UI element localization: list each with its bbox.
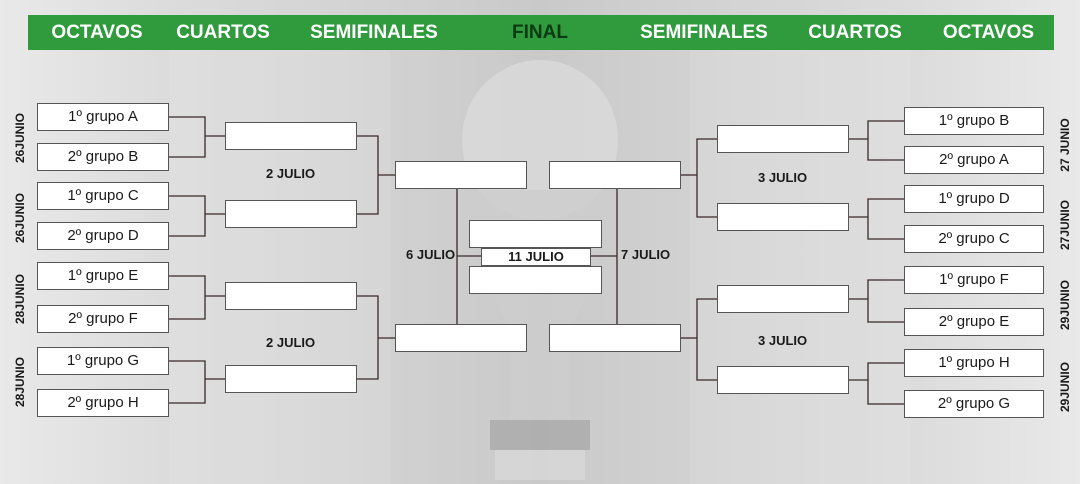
- match-date-label: 29JUNIO: [1058, 279, 1072, 331]
- team-box: 1º grupo F: [904, 266, 1044, 294]
- quarter-date-label: 2 JULIO: [266, 335, 316, 350]
- header-left-octavos: OCTAVOS: [51, 22, 143, 43]
- header-right-cuartos: CUARTOS: [808, 22, 902, 43]
- match-date-label: 27JUNIO: [1058, 199, 1072, 251]
- match-date-label: 28JUNIO: [13, 356, 27, 408]
- team-box: 2º grupo D: [37, 222, 169, 250]
- stage-header: OCTAVOS CUARTOS SEMIFINALES FINAL SEMIFI…: [28, 15, 1054, 50]
- team-box: 1º grupo A: [37, 103, 169, 131]
- quarter-slot: [225, 122, 357, 150]
- match-date-label: 26JUNIO: [13, 112, 27, 164]
- team-box: 2º grupo A: [904, 146, 1044, 174]
- header-left-cuartos: CUARTOS: [176, 22, 270, 43]
- connector-line: [169, 275, 206, 320]
- semi-date-label: 7 JULIO: [621, 247, 671, 262]
- bg-stripe: [690, 50, 910, 484]
- connector-line: [696, 138, 717, 218]
- connector-line: [357, 135, 379, 215]
- header-final: FINAL: [512, 22, 568, 43]
- team-box: 1º grupo E: [37, 262, 169, 290]
- connector-line: [169, 360, 206, 404]
- team-box: 1º grupo B: [904, 107, 1044, 135]
- quarter-slot: [225, 282, 357, 310]
- team-box: 2º grupo B: [37, 143, 169, 171]
- match-date-label: 28JUNIO: [13, 273, 27, 325]
- quarter-date-label: 3 JULIO: [758, 333, 808, 348]
- team-box: 1º grupo G: [37, 347, 169, 375]
- quarter-slot: [225, 200, 357, 228]
- final-slot-bottom: [469, 266, 602, 294]
- quarter-slot: [717, 125, 849, 153]
- semi-slot: [395, 324, 527, 352]
- semi-slot: [549, 161, 681, 189]
- connector-line: [169, 116, 206, 158]
- connector-line: [169, 195, 206, 237]
- team-box: 2º grupo E: [904, 308, 1044, 336]
- connector-line: [696, 298, 717, 381]
- quarter-slot: [717, 203, 849, 231]
- team-box: 2º grupo F: [37, 305, 169, 333]
- team-box: 2º grupo C: [904, 225, 1044, 253]
- quarter-slot: [717, 366, 849, 394]
- team-box: 1º grupo C: [37, 182, 169, 210]
- connector-line: [867, 362, 904, 405]
- match-date-label: 29JUNIO: [1058, 361, 1072, 413]
- connector-line: [867, 279, 904, 323]
- header-right-semis: SEMIFINALES: [640, 22, 768, 43]
- team-box: 2º grupo G: [904, 390, 1044, 418]
- quarter-slot: [225, 365, 357, 393]
- team-box: 2º grupo H: [37, 389, 169, 417]
- team-box: 1º grupo H: [904, 349, 1044, 377]
- connector-line: [867, 198, 904, 240]
- header-left-semis: SEMIFINALES: [310, 22, 438, 43]
- semi-slot: [395, 161, 527, 189]
- match-date-label: 27 JUNIO: [1058, 118, 1072, 172]
- connector-line: [357, 295, 379, 380]
- header-right-octavos: OCTAVOS: [942, 22, 1035, 43]
- semi-slot: [549, 324, 681, 352]
- match-date-label: 26JUNIO: [13, 192, 27, 244]
- semi-date-label: 6 JULIO: [406, 247, 456, 262]
- quarter-date-label: 3 JULIO: [758, 170, 808, 185]
- quarter-slot: [717, 285, 849, 313]
- team-box: 1º grupo D: [904, 185, 1044, 213]
- connector-line: [867, 120, 904, 161]
- final-slot-top: [469, 220, 602, 248]
- final-date: 11 JULIO: [481, 248, 591, 266]
- quarter-date-label: 2 JULIO: [266, 166, 316, 181]
